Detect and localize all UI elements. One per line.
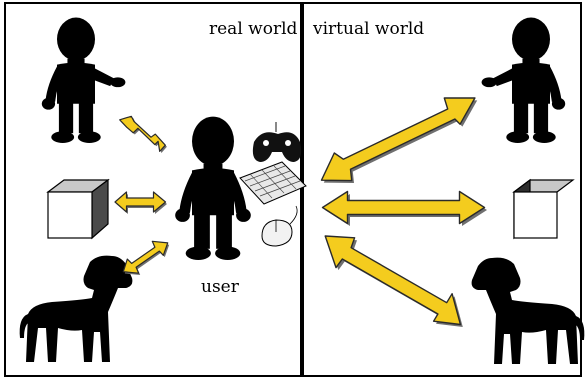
- real-world-label: real world: [209, 19, 298, 39]
- virtual-world-label: virtual world: [313, 19, 425, 39]
- arrow-real-dog-user: [122, 240, 170, 275]
- arrow-virtual-dog: [324, 235, 463, 327]
- virtual-cube-icon: [512, 178, 575, 240]
- arrow-real-cube-user: [114, 191, 167, 214]
- gamepad-icon: [252, 122, 302, 162]
- arrow-real-person-user: [119, 115, 167, 154]
- mouse-icon: [261, 205, 298, 247]
- arrow-virtual-cube: [321, 190, 487, 226]
- arrow-virtual-person: [320, 97, 478, 183]
- keyboard-icon: [239, 161, 307, 205]
- real-cube-icon: [46, 178, 110, 240]
- user-label: user: [201, 277, 239, 297]
